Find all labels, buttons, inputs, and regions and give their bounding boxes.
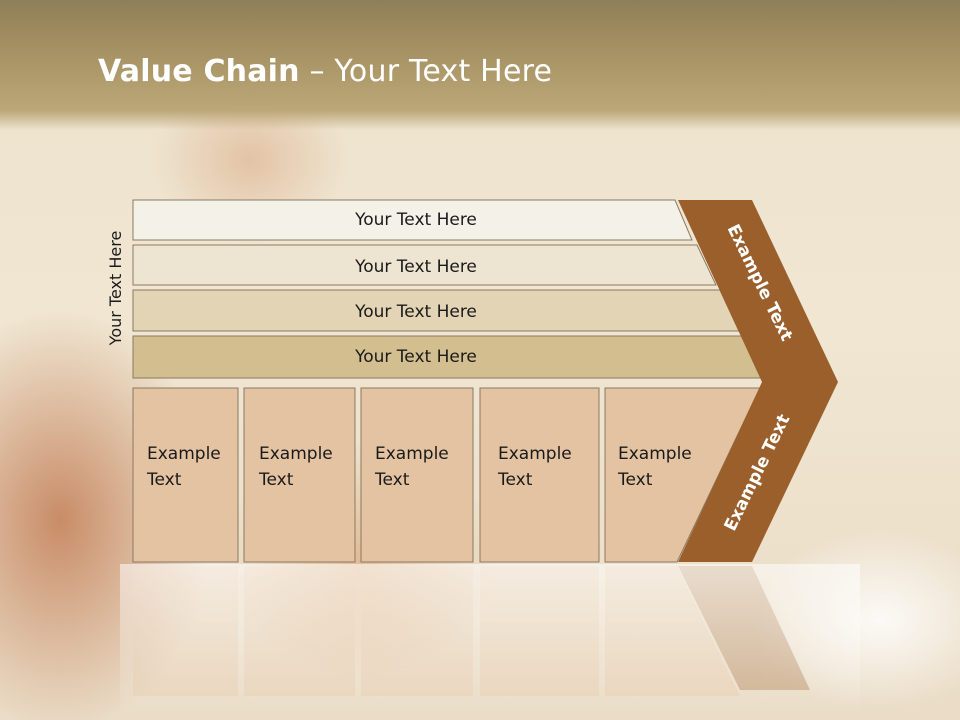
row-2: Your Text Here xyxy=(132,244,717,286)
activity-box-2-shape xyxy=(243,387,356,563)
activity-box-4-line1: Example xyxy=(498,444,572,464)
row-2-label: Your Text Here xyxy=(354,257,477,277)
row-4-label: Your Text Here xyxy=(354,347,477,367)
title-band xyxy=(0,0,960,130)
activity-box-2-line1: Example xyxy=(259,444,333,464)
activity-box-5-line2: Text xyxy=(617,470,653,490)
row-1: Your Text Here xyxy=(132,199,693,241)
activity-box-1: Example Text xyxy=(132,387,239,563)
activity-box-2: Example Text xyxy=(243,387,356,563)
title-bold: Value Chain xyxy=(98,54,300,89)
activity-box-1-shape xyxy=(132,387,239,563)
activity-box-2-line2: Text xyxy=(258,470,294,490)
row-3-label: Your Text Here xyxy=(354,302,477,322)
row-1-label: Your Text Here xyxy=(354,210,477,230)
activity-box-4-shape xyxy=(479,387,600,563)
reflection-fade xyxy=(120,564,860,720)
slide-title: Value Chain – Your Text Here xyxy=(98,54,552,89)
value-chevron xyxy=(678,200,838,562)
activity-box-4: Example Text xyxy=(479,387,600,563)
row-2-shape xyxy=(132,244,717,286)
row-4: Your Text Here xyxy=(132,335,764,379)
activity-box-3-line1: Example xyxy=(375,444,449,464)
side-label: Your Text Here xyxy=(106,231,125,347)
activity-box-1-line1: Example xyxy=(147,444,221,464)
activity-box-5-shape xyxy=(604,387,761,563)
activity-box-3-line2: Text xyxy=(374,470,410,490)
activity-box-3: Example Text xyxy=(360,387,474,563)
activity-box-5-line1: Example xyxy=(618,444,692,464)
title-rest: – Your Text Here xyxy=(299,54,553,89)
row-3: Your Text Here xyxy=(132,289,740,332)
activity-box-4-line2: Text xyxy=(497,470,533,490)
activity-box-3-shape xyxy=(360,387,474,563)
row-1-shape xyxy=(132,199,693,241)
activity-box-1-line2: Text xyxy=(146,470,182,490)
activity-box-5: Example Text xyxy=(604,387,761,563)
